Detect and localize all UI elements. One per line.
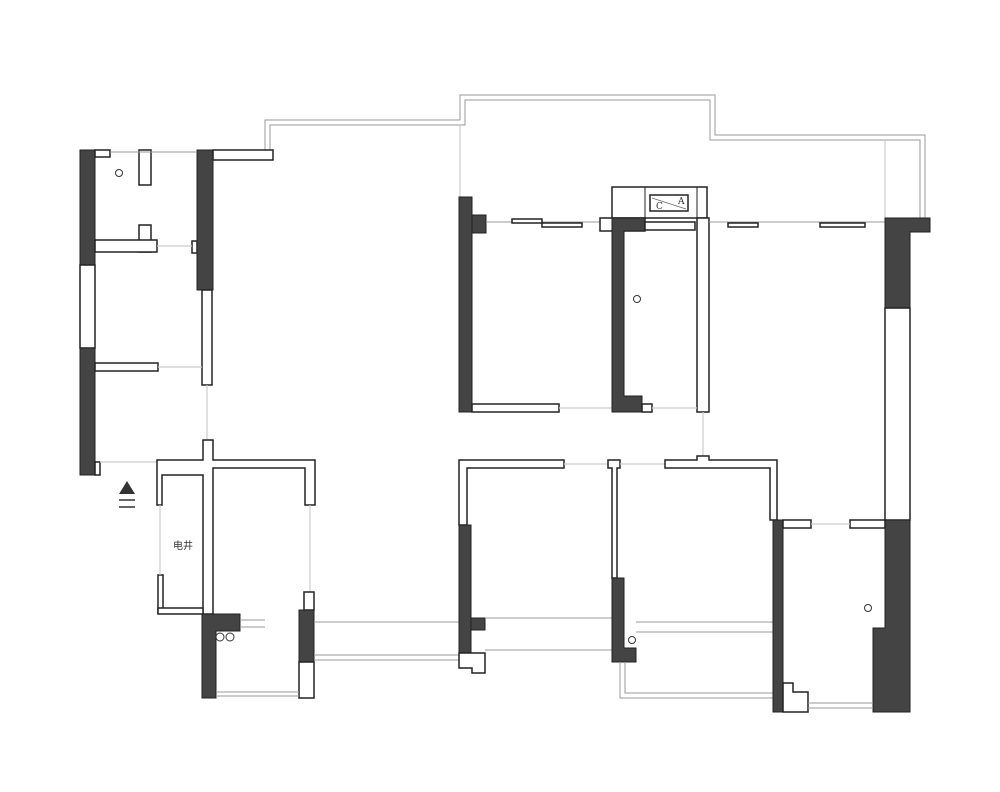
plan-element (119, 481, 135, 494)
structural-wall (611, 217, 646, 413)
structural-wall (298, 609, 315, 663)
partition-wall (94, 362, 159, 372)
partition-wall (212, 149, 274, 161)
window-line (269, 99, 921, 218)
appliance-label-c: C (656, 202, 663, 212)
structural-wall (884, 217, 931, 309)
structural-wall (201, 613, 241, 699)
window-line (264, 94, 926, 218)
partition-wall (696, 217, 710, 413)
structural-wall (872, 519, 911, 713)
plan-element (651, 197, 687, 210)
partition-wall (191, 240, 198, 254)
partition-wall (138, 149, 152, 186)
left-rooms (79, 149, 274, 476)
partition-wall (303, 591, 315, 611)
appliance-label-a: A (677, 197, 685, 207)
sliding-door (644, 221, 696, 231)
partition-wall (782, 682, 809, 713)
partition-wall (458, 459, 565, 526)
partition-wall (664, 455, 778, 521)
structural-wall (458, 196, 473, 413)
electrical-shaft-label: 电井 (173, 539, 193, 552)
window-line (624, 662, 775, 694)
floor-drain-icon (115, 169, 123, 177)
partition-wall (94, 149, 111, 158)
partition-wall (471, 403, 560, 413)
pipe-icon (225, 632, 235, 642)
partition-wall (298, 661, 315, 699)
partition-wall (849, 519, 886, 529)
structural-wall (470, 617, 486, 631)
structural-wall (79, 149, 96, 266)
floor-drain-icon (864, 604, 872, 612)
window-line (619, 662, 775, 699)
window-wall (79, 264, 96, 349)
pipe-icon (628, 636, 636, 644)
pipe-icon (215, 632, 225, 642)
partition-wall (782, 519, 812, 529)
structural-wall (458, 524, 472, 654)
window-sash (819, 222, 866, 228)
partition-wall (94, 239, 158, 253)
structural-wall (611, 577, 637, 663)
bottom-rooms (458, 455, 886, 713)
window-wall (884, 307, 911, 521)
partition-wall (157, 607, 204, 615)
balcony-outline (264, 94, 926, 218)
floor-drain-icon (633, 295, 641, 303)
partition-wall (607, 459, 621, 579)
structural-wall (772, 519, 784, 713)
partition-wall (201, 289, 213, 386)
right-wall (872, 217, 931, 713)
appliance-box (649, 194, 689, 212)
partition-wall (156, 439, 316, 615)
partition-wall (641, 403, 653, 413)
living-windows (314, 621, 459, 661)
entrance-arrow-icon (119, 481, 135, 508)
partition-wall (458, 652, 486, 674)
window-sash (541, 222, 583, 228)
window-sash (511, 218, 543, 224)
window-sash (727, 222, 759, 228)
structural-wall (471, 214, 487, 234)
top-middle-rooms: C A (458, 186, 885, 460)
structural-wall (79, 347, 96, 476)
shaft-block: 电井 (156, 439, 316, 699)
structural-wall (196, 149, 214, 291)
partition-wall (94, 461, 101, 476)
